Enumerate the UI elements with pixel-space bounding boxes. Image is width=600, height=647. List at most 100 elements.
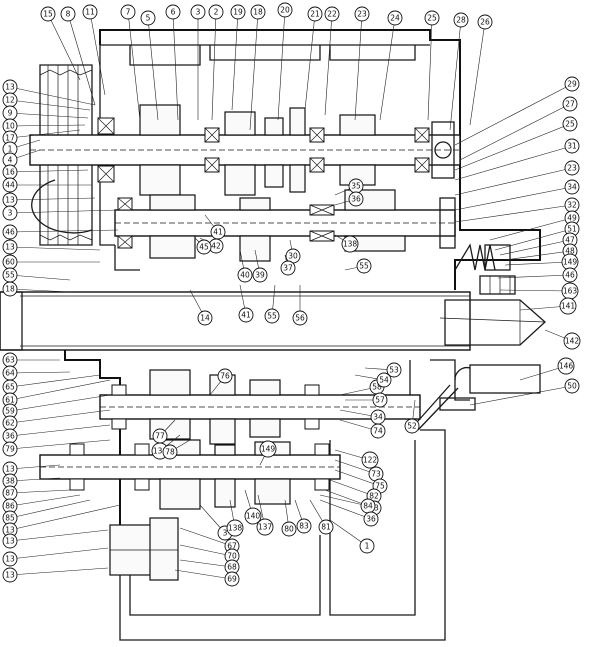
callout-number: 45 <box>199 243 209 252</box>
callout-leader <box>277 9 286 121</box>
part-callout-34: 34 <box>454 179 580 211</box>
callout-number: 84 <box>363 502 373 511</box>
callout-number: 34 <box>567 183 577 192</box>
callout-leader <box>9 499 91 519</box>
callout-leader <box>9 529 109 542</box>
part-callout-77: 77 <box>152 419 176 444</box>
callout-number: 13 <box>5 537 15 546</box>
part-callout-18: 18 <box>249 4 266 131</box>
callout-bubble <box>356 258 372 274</box>
callout-bubble <box>307 6 323 22</box>
part-callout-61: 61 <box>2 379 111 408</box>
part-callout-81: 81 <box>309 499 334 535</box>
callout-bubble <box>564 179 580 195</box>
callout-bubble <box>264 308 280 324</box>
callout-bubble <box>224 571 240 587</box>
callout-bubble <box>2 224 18 240</box>
callout-leader <box>459 103 571 161</box>
callout-bubble <box>376 372 392 388</box>
callout-number: 36 <box>5 432 15 441</box>
callout-bubble <box>277 2 293 18</box>
callout-number: 58 <box>372 383 382 392</box>
part-callout-1: 1 <box>329 519 375 554</box>
part-callout-23: 23 <box>354 6 370 121</box>
lower-gear-block <box>109 517 179 581</box>
callout-number: 63 <box>5 356 15 365</box>
part-callout-54: 54 <box>354 372 392 388</box>
part-callout-78: 78 <box>162 439 191 460</box>
part-callout-30: 30 <box>285 239 301 264</box>
part-callout-10: 10 <box>2 118 86 134</box>
callout-leader <box>9 274 71 281</box>
callout-leader <box>504 250 571 261</box>
callout-bubble <box>348 191 364 207</box>
callout-number: 55 <box>5 271 15 280</box>
part-callout-28: 28 <box>449 12 469 131</box>
callout-number: 77 <box>155 432 165 441</box>
callout-leader <box>127 11 141 121</box>
callout-number: 56 <box>295 314 305 323</box>
callout-leader <box>319 499 372 520</box>
part-callout-25: 25 <box>454 116 578 171</box>
callout-number: 149 <box>261 445 276 454</box>
callout-number: 83 <box>299 522 309 531</box>
callout-leader <box>324 13 333 116</box>
callout-bubble <box>404 418 420 434</box>
callout-leader <box>179 527 233 547</box>
callout-bubble <box>386 362 402 378</box>
callout-leader <box>9 477 61 482</box>
callout-bubble <box>564 76 580 92</box>
part-callout-4: 4 <box>2 149 41 168</box>
callout-leader <box>9 489 71 494</box>
callout-leader <box>469 385 573 406</box>
callout-bubble <box>280 260 296 276</box>
callout-number: 61 <box>5 396 15 405</box>
callout-leader <box>9 567 109 576</box>
callout-number: 76 <box>220 372 230 381</box>
callout-leader <box>9 288 71 293</box>
part-callout-122: 122 <box>334 449 379 469</box>
callout-bubble <box>361 451 379 469</box>
part-callout-55: 55 <box>264 284 280 324</box>
part-callout-149: 149 <box>259 440 277 466</box>
callout-leader <box>249 11 259 131</box>
callout-number: 29 <box>567 80 577 89</box>
callout-bubble <box>359 538 375 554</box>
callout-number: 14 <box>200 314 210 323</box>
callout-leader <box>67 13 96 106</box>
callout-number: 51 <box>567 225 577 234</box>
part-callout-35: 35 <box>334 178 364 196</box>
callout-number: 70 <box>227 552 237 561</box>
callout-number: 122 <box>363 456 378 465</box>
callout-bubble <box>208 4 224 20</box>
callout-number: 64 <box>5 369 15 378</box>
callout-number: 42 <box>211 242 221 251</box>
callout-bubble <box>197 310 213 326</box>
callout-number: 2 <box>214 8 219 17</box>
lower-shaft-2 <box>39 439 341 510</box>
callout-number: 3 <box>8 209 13 218</box>
part-callout-142: 142 <box>544 329 581 350</box>
callout-number: 55 <box>267 312 277 321</box>
callout-number: 36 <box>366 515 376 524</box>
part-callout-65: 65 <box>2 374 101 395</box>
part-callout-18: 18 <box>2 281 71 297</box>
callout-leader <box>504 261 571 266</box>
callout-leader <box>9 394 111 412</box>
part-callout-12: 12 <box>2 92 91 111</box>
part-callout-36: 36 <box>319 499 379 527</box>
callout-number: 3 <box>196 8 201 17</box>
callout-number: 15 <box>43 10 53 19</box>
callout-number: 26 <box>480 18 490 27</box>
callout-number: 46 <box>5 228 15 237</box>
callout-leader <box>231 11 239 111</box>
callout-number: 13 <box>5 555 15 564</box>
callout-leader <box>454 83 573 146</box>
part-callout-146: 146 <box>519 357 575 381</box>
part-callout-47: 47 <box>499 232 578 256</box>
part-callout-59: 59 <box>2 394 111 419</box>
callout-leader <box>454 204 573 223</box>
callout-number: 13 <box>5 196 15 205</box>
part-callout-76: 76 <box>209 368 233 396</box>
